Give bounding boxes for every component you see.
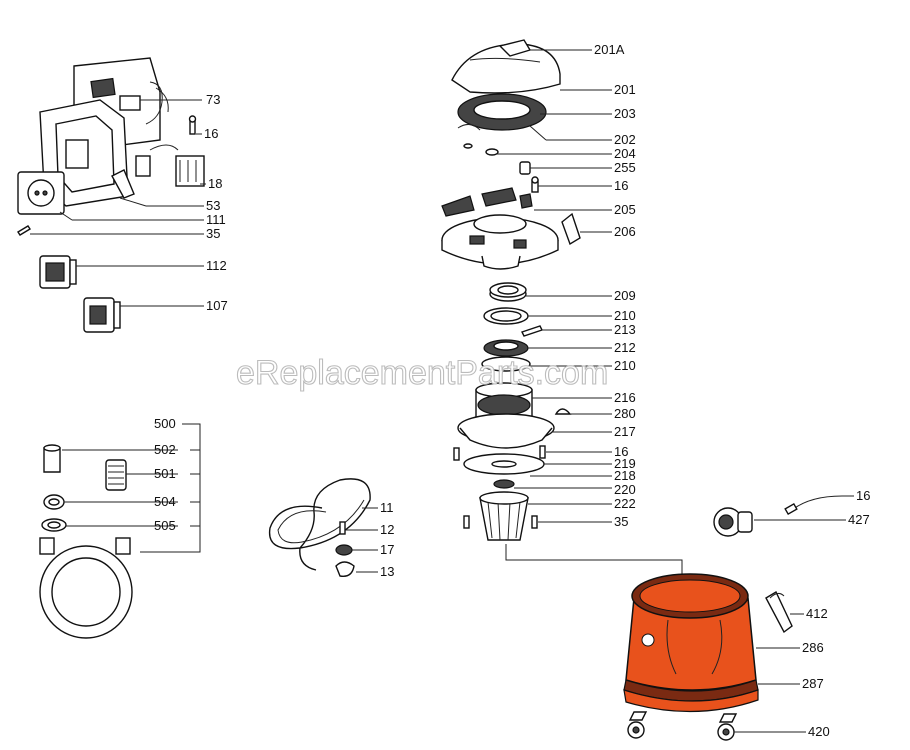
- label-217: 217: [614, 424, 636, 439]
- cap-280: [554, 408, 572, 415]
- label-500: 500: [154, 416, 176, 431]
- label-220: 220: [614, 482, 636, 497]
- label-201: 201: [614, 82, 636, 97]
- label-111: 111: [206, 212, 226, 227]
- label-35: 35: [206, 226, 220, 241]
- label-286: 286: [802, 640, 824, 655]
- leaders-right: [734, 613, 806, 733]
- watermark: eReplacementParts.com: [236, 354, 608, 392]
- label-12: 12: [380, 522, 394, 537]
- label-16: 16: [614, 444, 628, 459]
- label-502: 502: [154, 442, 176, 457]
- fitting-427: [713, 507, 753, 537]
- label-427: 427: [848, 512, 870, 527]
- label-504: 504: [154, 494, 176, 509]
- lid-201: [451, 39, 561, 94]
- clip-412: [765, 591, 793, 634]
- label-213: 213: [614, 322, 636, 337]
- label-209: 209: [614, 288, 636, 303]
- cage-222: [479, 491, 529, 541]
- motor-head-205: [441, 214, 559, 270]
- switch-housing-assembly: [17, 57, 205, 236]
- clip-206: [561, 212, 581, 246]
- label-203: 203: [614, 106, 636, 121]
- label-287: 287: [802, 676, 824, 691]
- label-112: 112: [206, 258, 227, 273]
- label-18: 18: [208, 176, 222, 191]
- ring-220: [493, 479, 515, 489]
- leaders-cable: [346, 507, 378, 573]
- switch-107: [83, 297, 121, 333]
- label-280: 280: [614, 406, 636, 421]
- switch-112: [39, 255, 77, 289]
- wire-16-right: [784, 495, 843, 516]
- housing-217: [457, 413, 555, 449]
- label-16: 16: [856, 488, 870, 503]
- power-cable: [268, 478, 371, 577]
- washers-204: [463, 143, 499, 156]
- label-255: 255: [614, 160, 636, 175]
- plate-219: [463, 453, 545, 475]
- label-201A: 201A: [594, 42, 625, 57]
- part-labels: 73 16 18 53 111 35 112 107 201A 201 203 …: [154, 42, 870, 739]
- label-202: 202: [614, 132, 636, 147]
- label-219: 219: [614, 456, 636, 471]
- label-206: 206: [614, 224, 636, 239]
- label-212: 212: [614, 340, 636, 355]
- ring-210-lower: [481, 356, 531, 372]
- label-17: 17: [380, 542, 394, 557]
- label-13: 13: [380, 564, 394, 579]
- label-73: 73: [206, 92, 220, 107]
- label-107: 107: [206, 298, 228, 313]
- ring-209: [489, 282, 527, 302]
- label-35: 35: [614, 514, 628, 529]
- leaders-center: [496, 49, 612, 523]
- label-412: 412: [806, 606, 828, 621]
- label-420: 420: [808, 724, 830, 739]
- clip-255: [519, 161, 531, 175]
- fan-216: [475, 382, 533, 421]
- leaders-left: [30, 99, 206, 307]
- tank-286: [625, 573, 757, 691]
- screw-16-top: [531, 176, 539, 193]
- hose-assembly: [39, 444, 133, 639]
- label-501: 501: [154, 466, 176, 481]
- filter-203: [457, 93, 547, 141]
- label-205: 205: [614, 202, 636, 217]
- label-11: 11: [380, 500, 394, 515]
- label-210: 210: [614, 358, 636, 373]
- screws-35: [463, 515, 538, 529]
- gasket-287: [623, 679, 759, 713]
- label-210: 210: [614, 308, 636, 323]
- motor-brackets: [441, 187, 533, 217]
- label-53: 53: [206, 198, 220, 213]
- label-505: 505: [154, 518, 176, 533]
- screws-16-mid: [453, 445, 546, 461]
- label-204: 204: [614, 146, 636, 161]
- label-216: 216: [614, 390, 636, 405]
- label-16: 16: [204, 126, 218, 141]
- leaders-hose: [62, 423, 201, 553]
- label-16: 16: [614, 178, 628, 193]
- casters-420: [627, 711, 738, 741]
- spring-213: [521, 325, 543, 337]
- ring-210: [483, 307, 529, 325]
- label-218: 218: [614, 468, 636, 483]
- label-222: 222: [614, 496, 636, 511]
